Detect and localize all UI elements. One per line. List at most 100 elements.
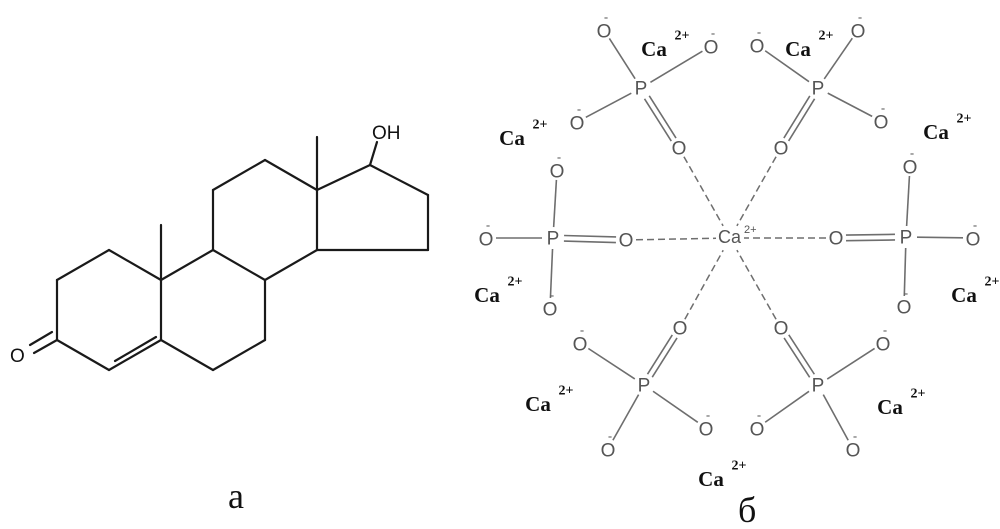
negative-charge: - bbox=[486, 218, 490, 233]
oxygen-label: O bbox=[876, 335, 891, 356]
central-calcium-charge: 2+ bbox=[744, 224, 757, 236]
phosphate-group: O-O-O-PO bbox=[570, 10, 719, 160]
counter-ion: Ca 2+ bbox=[877, 387, 925, 420]
steroid-structure: OH O bbox=[10, 123, 430, 372]
oxygen-label: O bbox=[601, 441, 616, 462]
calcium-ion-label: Ca bbox=[499, 126, 525, 150]
calcium-ion-label: Ca bbox=[474, 283, 500, 307]
p-o-single-bond bbox=[823, 37, 853, 80]
bridging-oxygen-label: O bbox=[774, 139, 789, 160]
p-o-single-bond bbox=[585, 92, 632, 119]
counter-ion: Ca 2+ bbox=[641, 29, 689, 62]
calcium-ion-charge: 2+ bbox=[985, 275, 1000, 290]
oxygen-label: O bbox=[704, 38, 719, 59]
calcium-ion-charge: 2+ bbox=[911, 387, 926, 402]
coordination-bond bbox=[683, 156, 724, 227]
bond bbox=[263, 248, 319, 282]
oxygen-label: O bbox=[550, 162, 565, 183]
bridging-oxygen-label: O bbox=[673, 319, 688, 340]
bond bbox=[263, 158, 319, 192]
bond bbox=[315, 163, 372, 192]
calcium-ion-charge: 2+ bbox=[819, 29, 834, 44]
coordination-bond bbox=[736, 249, 777, 320]
bond bbox=[55, 338, 111, 372]
oxygen-label: O bbox=[897, 298, 912, 319]
calcium-ion-label: Ca bbox=[785, 37, 811, 61]
ketone-bond bbox=[28, 330, 54, 347]
p-o-single-bond bbox=[826, 347, 876, 380]
phosphate-group: O-O-O-PO bbox=[750, 10, 889, 160]
bridging-oxygen-label: O bbox=[619, 231, 634, 252]
oxygen-label: O bbox=[903, 158, 918, 179]
phosphorus-label: P bbox=[812, 79, 825, 100]
bond bbox=[159, 338, 215, 372]
phosphorus-label: P bbox=[812, 376, 825, 397]
oxygen-label: O bbox=[597, 22, 612, 43]
bond bbox=[211, 338, 267, 372]
p-o-single-bond bbox=[903, 247, 907, 297]
negative-charge: - bbox=[973, 218, 977, 233]
oxygen-label: O bbox=[966, 230, 981, 251]
counter-ion: Ca2+ bbox=[525, 384, 573, 417]
phosphorus-label: P bbox=[547, 229, 560, 250]
bond bbox=[211, 248, 267, 282]
oxygen-label: O bbox=[573, 335, 588, 356]
ketone-bond bbox=[32, 338, 59, 355]
p-o-single-bond bbox=[652, 390, 699, 423]
p-o-single-bond bbox=[764, 50, 810, 83]
oxygen-label: O bbox=[750, 37, 765, 58]
calcium-ion-label: Ca bbox=[525, 392, 551, 416]
bridging-oxygen-label: O bbox=[774, 319, 789, 340]
counter-ion: Ca2+ bbox=[698, 459, 746, 492]
bridging-oxygen-label: O bbox=[829, 229, 844, 250]
calcium-ion-charge: 2+ bbox=[957, 112, 972, 127]
p-o-single-bond bbox=[549, 248, 554, 299]
negative-charge: - bbox=[557, 150, 561, 165]
calcium-ion-charge: 2+ bbox=[732, 459, 747, 474]
counter-ion: Ca2+ bbox=[499, 118, 547, 151]
calcium-ion-charge: 2+ bbox=[675, 29, 690, 44]
ketone-oxygen-label: O bbox=[10, 346, 25, 367]
negative-charge: - bbox=[757, 25, 761, 40]
negative-charge: - bbox=[858, 10, 862, 25]
p-o-double-bond bbox=[788, 334, 816, 375]
bond bbox=[159, 248, 215, 282]
p-o-single-bond bbox=[764, 390, 810, 423]
bridging-oxygen-label: O bbox=[672, 139, 687, 160]
double-bond-line bbox=[113, 335, 158, 363]
phosphorus-label: P bbox=[635, 79, 648, 100]
calcium-ion-label: Ca bbox=[641, 37, 667, 61]
phosphorus-label: P bbox=[638, 376, 651, 397]
p-o-single-bond bbox=[587, 347, 636, 380]
counter-ion: Ca2+ bbox=[474, 275, 522, 308]
negative-charge: - bbox=[904, 286, 908, 301]
oxygen-label: O bbox=[750, 420, 765, 441]
oxygen-label: O bbox=[874, 113, 889, 134]
p-o-double-bond bbox=[783, 95, 811, 139]
oxygen-label: O bbox=[479, 230, 494, 251]
p-o-double-bond bbox=[846, 239, 896, 242]
p-o-single-bond bbox=[608, 38, 636, 80]
negative-charge: - bbox=[706, 408, 710, 423]
p-o-double-bond bbox=[845, 233, 895, 236]
calcium-ion-label: Ca bbox=[877, 395, 903, 419]
p-o-single-bond bbox=[916, 236, 964, 239]
coordination-bond bbox=[736, 156, 777, 227]
phosphate-group: O-O-O-PO bbox=[573, 319, 714, 462]
negative-charge: - bbox=[604, 10, 608, 25]
phosphorus-label: P bbox=[900, 228, 913, 249]
central-calcium-label: Ca bbox=[718, 227, 742, 247]
p-o-single-bond bbox=[827, 92, 873, 118]
p-o-single-bond bbox=[650, 50, 703, 84]
p-o-double-bond bbox=[651, 337, 678, 378]
bond bbox=[107, 338, 163, 372]
bond bbox=[368, 163, 430, 197]
negative-charge: - bbox=[757, 408, 761, 423]
caption-left: а bbox=[228, 476, 244, 516]
counter-ion: Ca2+ bbox=[923, 112, 971, 145]
